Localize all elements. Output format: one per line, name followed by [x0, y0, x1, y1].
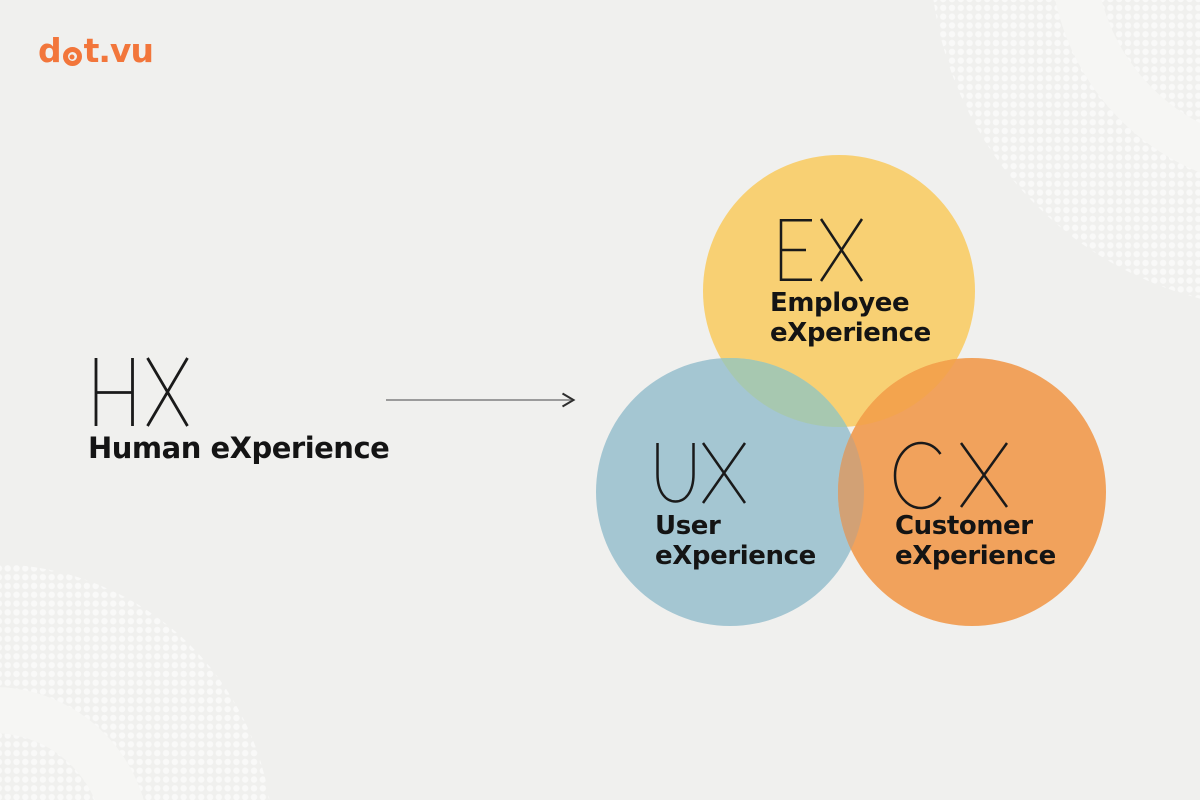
- ux-label-line2: eXperience: [655, 541, 816, 571]
- ux-circle: [596, 358, 864, 626]
- arrow-head-icon: [561, 392, 576, 408]
- logo-letters-tvu: t.vu: [83, 31, 154, 70]
- logo-bullseye-o-icon: [62, 47, 82, 66]
- ux-label-line1: User: [655, 511, 721, 541]
- arrow-hx-to-venn: [386, 392, 576, 408]
- ex-acronym-lettering: [779, 218, 864, 282]
- hx-acronym-lettering: [94, 357, 189, 427]
- cx-label-line1: Customer: [895, 511, 1033, 541]
- ux-acronym-lettering: [656, 442, 747, 504]
- ex-label: Employee eXperience: [770, 288, 931, 348]
- ex-circle: [703, 155, 975, 427]
- ex-label-line1: Employee: [770, 288, 910, 318]
- hx-label: Human eXperience: [88, 431, 390, 465]
- ex-label-line2: eXperience: [770, 318, 931, 348]
- dotvu-logo: d t.vu: [38, 31, 154, 70]
- ux-label: User eXperience: [655, 511, 816, 571]
- cx-label: Customer eXperience: [895, 511, 1056, 571]
- cx-label-line2: eXperience: [895, 541, 1056, 571]
- cx-acronym-lettering: [893, 441, 1009, 510]
- logo-letter-d: d: [38, 31, 62, 70]
